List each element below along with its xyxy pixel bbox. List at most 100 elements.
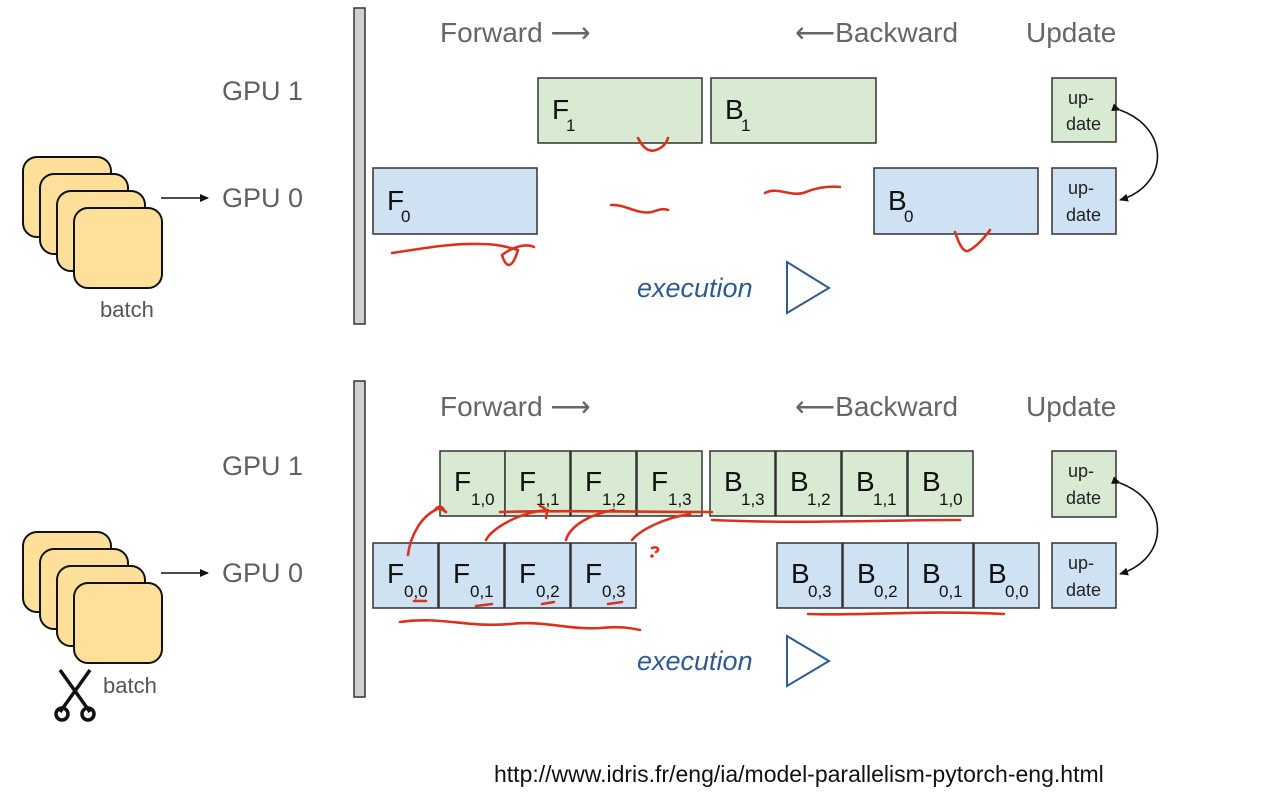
microbatch-block-b-0-2: B0,2: [842, 542, 909, 609]
svg-text:0: 0: [904, 207, 913, 226]
update-box-gpu1: up- date: [1051, 77, 1117, 143]
microbatch-block-b-0-3: B0,3: [776, 542, 843, 609]
svg-text:F: F: [387, 558, 404, 589]
svg-text:B: B: [988, 558, 1007, 589]
play-triangle-icon: [786, 260, 831, 315]
batch-stack-icon: [22, 156, 163, 289]
microbatch-block-f-1-3: F1,3: [636, 450, 703, 517]
svg-text:B: B: [724, 466, 743, 497]
svg-text:up-: up-: [1068, 553, 1094, 573]
svg-text:F: F: [585, 466, 602, 497]
svg-text:B: B: [725, 94, 744, 125]
play-triangle-icon: [786, 634, 831, 688]
batch-label: batch: [100, 297, 154, 322]
forward-header: Forward ⟶: [440, 17, 591, 48]
svg-text:B: B: [790, 466, 809, 497]
block-b1: B 1: [710, 77, 877, 144]
block-b0: B 0: [873, 167, 1039, 235]
svg-text:B: B: [888, 185, 907, 216]
timeline-bar: [353, 380, 366, 698]
svg-text:1,0: 1,0: [471, 490, 495, 509]
svg-text:1,3: 1,3: [668, 490, 692, 509]
svg-text:1: 1: [566, 116, 575, 135]
microbatch-block-b-1-0: B1,0: [907, 450, 974, 517]
svg-text:0,3: 0,3: [808, 582, 832, 601]
execution-label: execution: [637, 273, 753, 303]
svg-text:up-: up-: [1068, 461, 1094, 481]
svg-text:F: F: [519, 466, 536, 497]
block-f0: F 0: [372, 167, 538, 235]
svg-text:B: B: [856, 466, 875, 497]
svg-text:F: F: [519, 558, 536, 589]
microbatch-block-f-0-3: F0,3: [570, 542, 637, 609]
svg-text:1: 1: [741, 116, 750, 135]
microbatch-block-f-1-1: F1,1: [504, 450, 571, 517]
svg-text:0,0: 0,0: [1005, 582, 1029, 601]
svg-text:0,2: 0,2: [874, 582, 898, 601]
sync-arrow-icon: [1111, 103, 1159, 202]
batch-label: batch: [103, 673, 157, 698]
svg-text:1,3: 1,3: [741, 490, 765, 509]
svg-text:F: F: [585, 558, 602, 589]
svg-text:B: B: [922, 558, 941, 589]
svg-text:F: F: [454, 466, 471, 497]
svg-text:B: B: [922, 466, 941, 497]
microbatch-block-f-0-2: F0,2: [504, 542, 571, 609]
gpu0-label: GPU 0: [222, 183, 303, 213]
gpu1-microbatch-row: F1,0F1,1F1,2F1,3B1,3B1,2B1,1B1,0: [439, 450, 974, 517]
backward-header: ⟵Backward: [795, 17, 958, 48]
microbatch-block-b-1-2: B1,2: [775, 450, 842, 517]
top-panel: batch GPU 1 GPU 0 Forward ⟶ ⟵Backward Up…: [22, 7, 1159, 325]
timeline-bar: [353, 7, 366, 325]
microbatch-block-b-1-1: B1,1: [841, 450, 908, 517]
svg-text:1,2: 1,2: [602, 490, 626, 509]
update-box-gpu0: up- date: [1051, 167, 1117, 235]
handwritten-annotations: [390, 136, 992, 267]
svg-text:1,0: 1,0: [939, 490, 963, 509]
svg-text:0,1: 0,1: [470, 582, 494, 601]
backward-header: ⟵Backward: [795, 391, 958, 422]
svg-text:F: F: [651, 466, 668, 497]
block-f1: F 1: [537, 77, 703, 144]
execution-label: execution: [637, 646, 753, 676]
svg-text:F: F: [552, 94, 569, 125]
handwritten-annotations: [398, 504, 1006, 632]
svg-text:date: date: [1066, 205, 1101, 225]
microbatch-block-f-0-0: F0,0: [372, 542, 439, 609]
batch-stack-icon: [22, 531, 163, 664]
update-header: Update: [1026, 391, 1116, 422]
svg-text:F: F: [453, 558, 470, 589]
gpu1-label: GPU 1: [222, 451, 303, 481]
svg-text:B: B: [791, 558, 810, 589]
gpu0-microbatch-row: F0,0F0,1F0,2F0,3B0,3B0,2B0,1B0,0: [372, 542, 1040, 609]
microbatch-block-f-1-0: F1,0: [439, 450, 506, 517]
svg-text:up-: up-: [1068, 88, 1094, 108]
update-box-gpu1: up- date: [1051, 450, 1117, 518]
svg-text:date: date: [1066, 488, 1101, 508]
microbatch-block-f-1-2: F1,2: [570, 450, 637, 517]
svg-text:date: date: [1066, 114, 1101, 134]
svg-text:B: B: [857, 558, 876, 589]
svg-text:0: 0: [401, 207, 410, 226]
microbatch-block-b-0-0: B0,0: [973, 542, 1040, 609]
source-url: http://www.idris.fr/eng/ia/model-paralle…: [494, 761, 1104, 787]
sync-arrow-icon: [1111, 476, 1159, 576]
microbatch-block-b-0-1: B0,1: [907, 542, 974, 609]
microbatch-block-b-1-3: B1,3: [709, 450, 776, 517]
svg-text:F: F: [387, 185, 404, 216]
bottom-panel: batch GPU 1 GPU 0 Forward ⟶ ⟵Backward Up…: [22, 380, 1159, 722]
scissors-icon: [54, 668, 96, 722]
svg-text:1,1: 1,1: [536, 490, 560, 509]
svg-text:1,1: 1,1: [873, 490, 897, 509]
svg-text:0,2: 0,2: [536, 582, 560, 601]
gpu1-label: GPU 1: [222, 76, 303, 106]
update-header: Update: [1026, 17, 1116, 48]
microbatch-block-f-0-1: F0,1: [438, 542, 505, 609]
update-box-gpu0: up- date: [1051, 542, 1117, 609]
gpu0-label: GPU 0: [222, 558, 303, 588]
svg-text:1,2: 1,2: [807, 490, 831, 509]
svg-text:date: date: [1066, 580, 1101, 600]
svg-text:up-: up-: [1068, 178, 1094, 198]
svg-text:0,0: 0,0: [404, 582, 428, 601]
